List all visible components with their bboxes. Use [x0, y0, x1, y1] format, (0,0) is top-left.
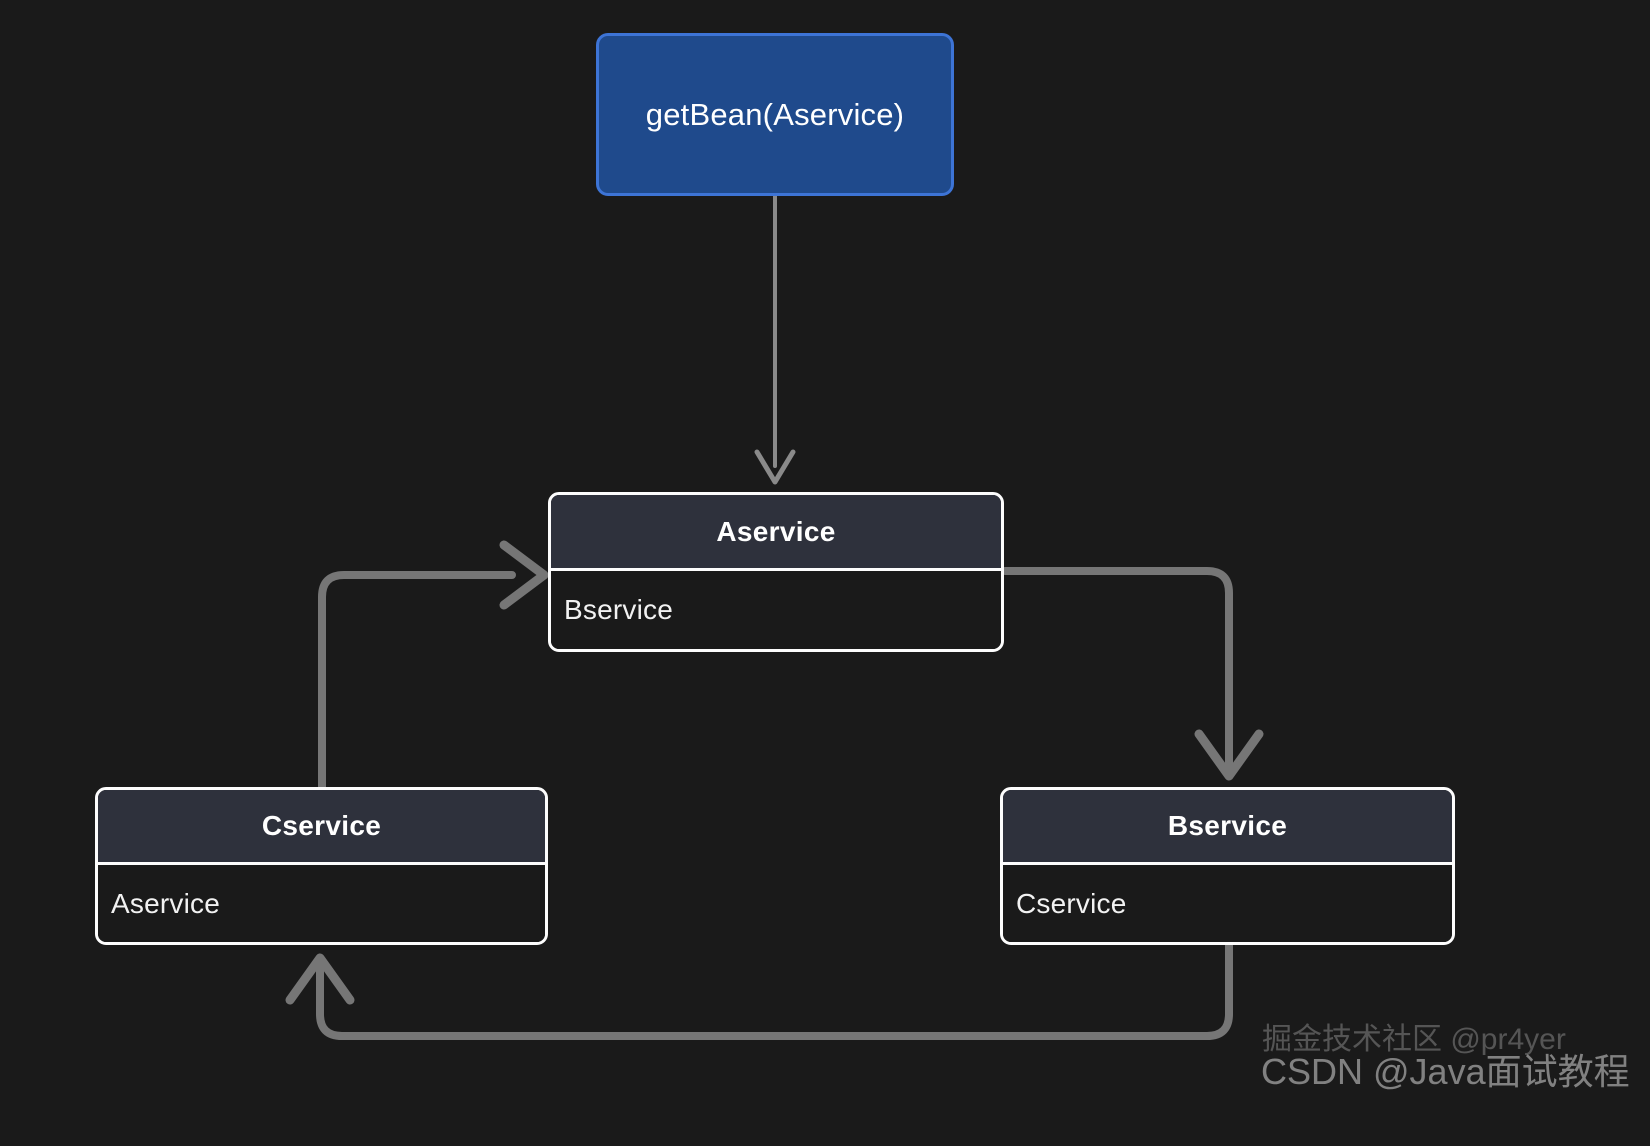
- class-field-bservice-0: Cservice: [1003, 865, 1452, 942]
- class-header-bservice: Bservice: [1003, 790, 1452, 865]
- class-header-cservice: Cservice: [98, 790, 545, 865]
- edge-aservice-to-bservice-icon: [1001, 567, 1264, 781]
- class-field-cservice-0: Aservice: [98, 865, 545, 942]
- class-box-cservice[interactable]: Cservice Aservice: [95, 787, 548, 945]
- class-box-bservice[interactable]: Bservice Cservice: [1000, 787, 1455, 945]
- getbean-call-label: getBean(Aservice): [645, 96, 905, 132]
- getbean-call-box[interactable]: getBean(Aservice): [596, 33, 954, 196]
- class-field-aservice-0: Bservice: [551, 571, 1001, 649]
- class-header-aservice: Aservice: [551, 495, 1001, 571]
- edge-call-to-aservice-icon: [754, 194, 796, 485]
- edge-cservice-to-aservice-icon: [318, 540, 549, 794]
- edge-bservice-to-cservice-icon: [285, 941, 1233, 1040]
- class-box-aservice[interactable]: Aservice Bservice: [548, 492, 1004, 652]
- watermark-juejin: 掘金技术社区 @pr4yer: [1262, 1023, 1566, 1056]
- watermark-csdn: CSDN @Java面试教程: [1261, 1051, 1630, 1092]
